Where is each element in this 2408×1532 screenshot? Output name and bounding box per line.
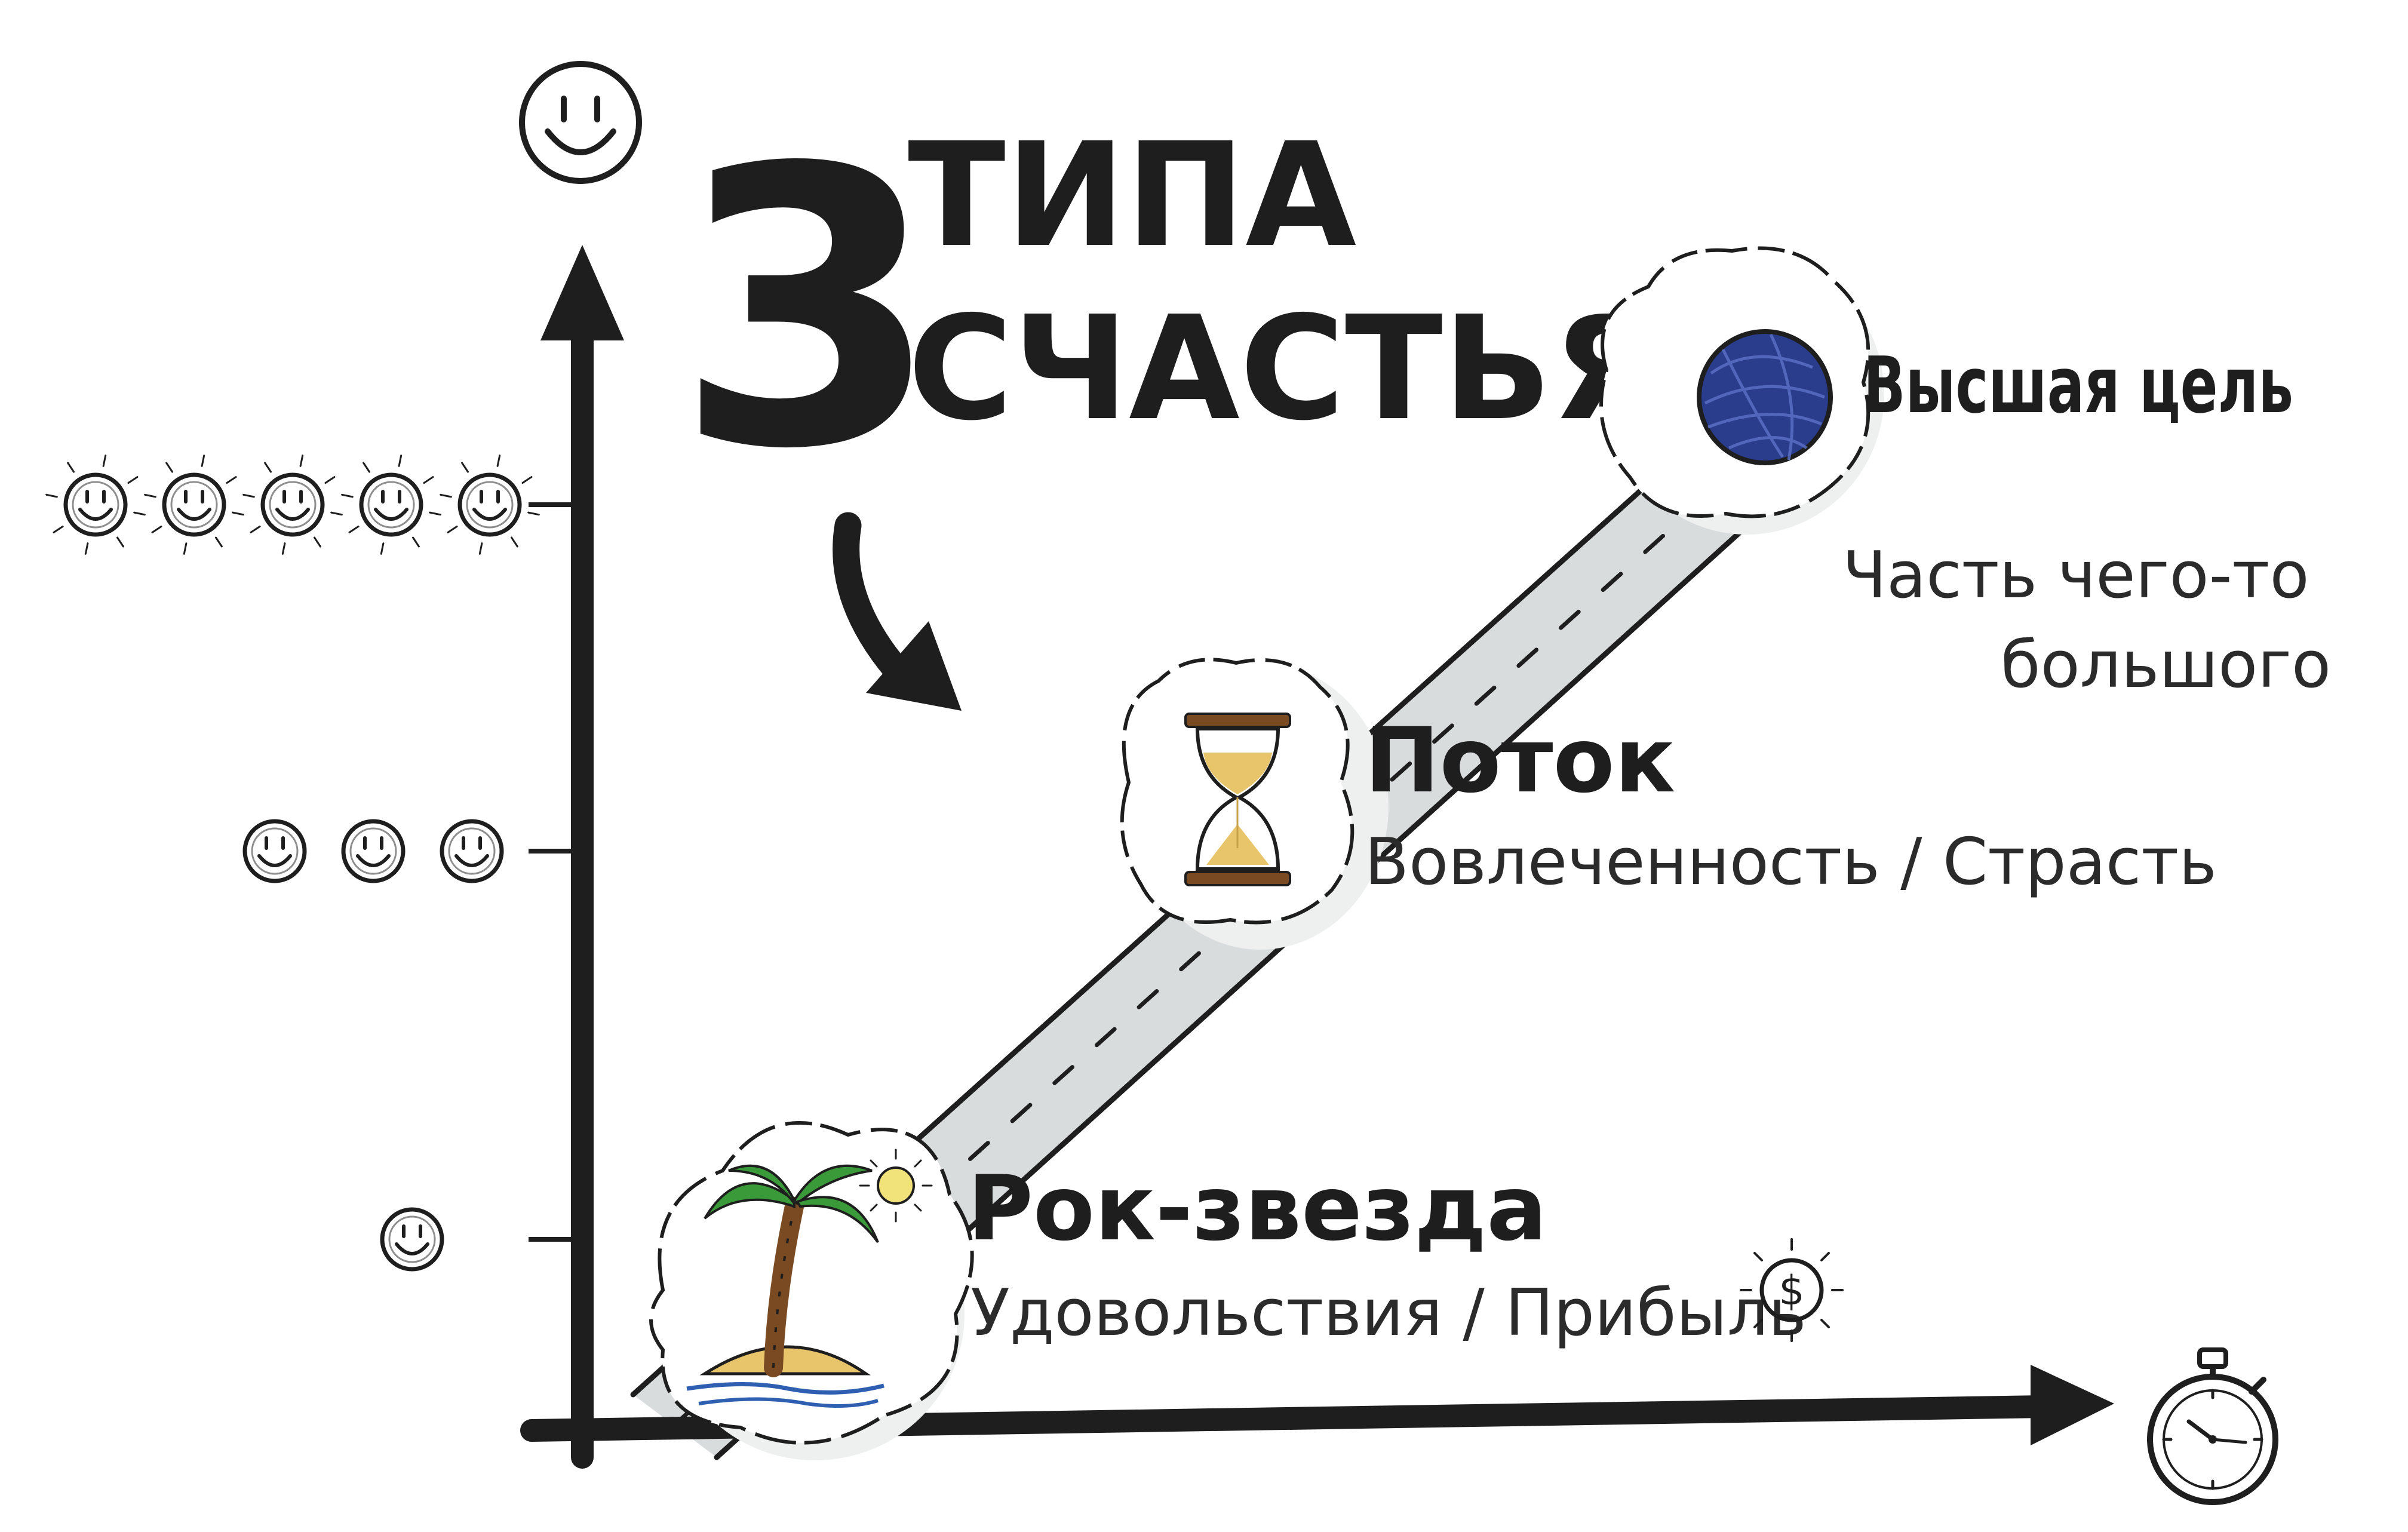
smiley-face-icon xyxy=(341,455,441,555)
dollar-coin-icon: $ xyxy=(1740,1238,1844,1342)
level-rock-star-subtitle: Удовольствия / Прибыль xyxy=(970,1276,1807,1350)
smiley-face-icon xyxy=(242,819,307,883)
cloud-flow xyxy=(1120,658,1389,950)
smiley-face-icon xyxy=(380,1207,444,1272)
stopwatch-icon xyxy=(2147,1347,2278,1505)
title-line1: ТИПА xyxy=(908,112,1356,279)
happiness-faces-row xyxy=(242,819,504,883)
hourglass-icon xyxy=(1184,713,1291,886)
smiley-face-icon xyxy=(242,455,343,555)
happiness-scale xyxy=(45,455,540,1272)
happiness-faces-row xyxy=(45,455,540,555)
palm-island-icon xyxy=(686,1164,884,1408)
title-number: 3 xyxy=(675,87,941,532)
level-rock-star: Рок-звезда Удовольствия / Прибыль $ xyxy=(649,1121,1844,1460)
happiness-faces-row xyxy=(380,1207,444,1272)
earth-globe-icon xyxy=(1697,329,1833,465)
smiley-face-icon xyxy=(341,819,406,883)
level-flow-name: Поток xyxy=(1365,709,1675,813)
smiley-face-icon xyxy=(440,819,504,883)
sun-icon xyxy=(859,1149,933,1223)
pointer-arrow xyxy=(833,512,962,711)
level-higher-purpose-name: Высшая цель xyxy=(1863,340,2293,431)
level-flow: Поток Вовлеченность / Страсть xyxy=(1120,658,2217,950)
smiley-face-icon xyxy=(144,455,244,555)
title: 3 ТИПА СЧАСТЬЯ xyxy=(675,87,1662,532)
x-axis-arrow xyxy=(2031,1365,2114,1445)
smiley-face-icon xyxy=(45,455,146,555)
svg-text:$: $ xyxy=(1779,1267,1804,1315)
level-flow-subtitle: Вовлеченность / Страсть xyxy=(1365,825,2217,899)
smiley-face-icon xyxy=(440,455,540,555)
level-higher-purpose-subtitle-line2: большого xyxy=(2001,628,2331,702)
smiley-icon xyxy=(519,61,642,184)
level-higher-purpose-subtitle-line1: Часть чего-то xyxy=(1842,538,2309,613)
title-line2: СЧАСТЬЯ xyxy=(908,285,1662,452)
level-higher-purpose: Высшая цель Часть чего-то большого xyxy=(1599,246,2331,702)
cloud-rock-star xyxy=(649,1121,974,1460)
y-axis-arrow xyxy=(540,245,624,340)
level-rock-star-name: Рок-звезда xyxy=(968,1157,1547,1261)
